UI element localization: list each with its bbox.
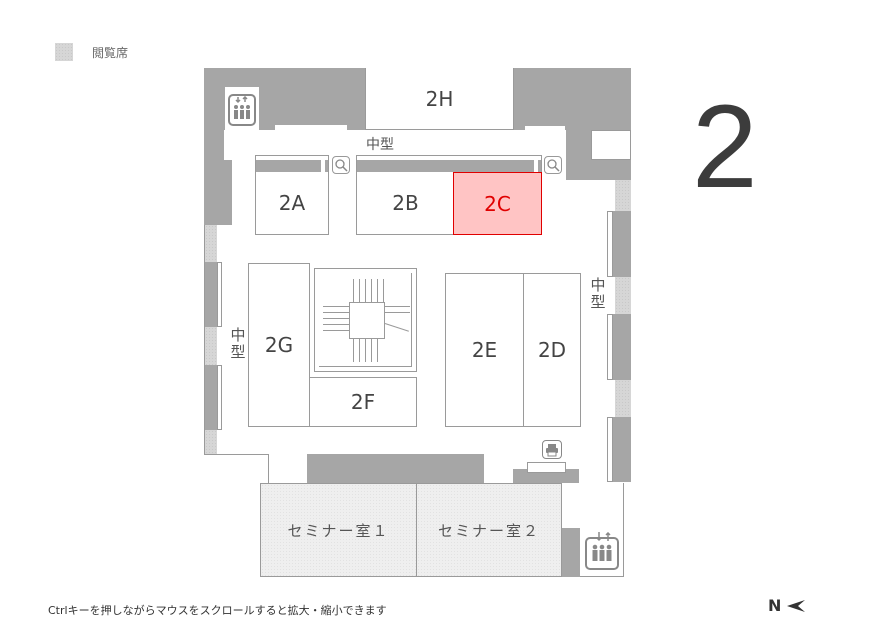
window-top-right xyxy=(591,130,631,160)
printer-counter xyxy=(527,462,566,473)
search-2b-button[interactable] xyxy=(544,156,562,174)
legend-swatch xyxy=(55,43,73,61)
seat-right-2 xyxy=(615,277,631,314)
medium-shelf-label-left: 中 型 xyxy=(230,326,246,361)
floor-number: 2 xyxy=(692,81,758,213)
wall-right-2 xyxy=(612,211,631,277)
seat-left-2 xyxy=(205,327,217,365)
room-seminar-2[interactable]: セミナー室２ xyxy=(416,483,562,577)
room-seminar-1[interactable]: セミナー室１ xyxy=(260,483,417,577)
room-2c[interactable]: 2C xyxy=(453,172,542,235)
bottom-left-outline xyxy=(204,454,269,484)
bottom-right-outline xyxy=(562,483,624,577)
room-2h[interactable]: 2H xyxy=(365,68,514,130)
wall-left-edge xyxy=(204,225,205,455)
shelf-2a-bar xyxy=(256,160,328,172)
wall-bottom-center xyxy=(307,454,484,483)
room-2b[interactable]: 2B xyxy=(356,172,454,235)
legend-label: 閲覧席 xyxy=(92,46,129,60)
wall-right-3 xyxy=(612,314,631,380)
shelf-2a-end xyxy=(321,160,325,172)
wall-right-top xyxy=(566,160,631,180)
medium-shelf-label-top: 中型 xyxy=(366,137,394,153)
compass-label: N xyxy=(768,596,782,615)
wall-top-right xyxy=(514,68,631,130)
search-2a-button[interactable] xyxy=(332,156,350,174)
room-2g[interactable]: 2G xyxy=(248,263,310,427)
room-2a[interactable]: 2A xyxy=(255,172,329,235)
search-icon xyxy=(335,159,348,172)
door-top-left xyxy=(275,125,347,130)
shelf-2b-end xyxy=(534,160,538,172)
search-icon xyxy=(547,159,560,172)
room-2e[interactable]: 2E xyxy=(445,273,524,427)
wall-right-4 xyxy=(612,417,631,482)
shelf-left-2 xyxy=(217,262,222,327)
compass: N xyxy=(768,596,806,615)
elevator-arrows xyxy=(594,527,614,542)
printer-icon[interactable] xyxy=(542,440,562,459)
shelf-right-3 xyxy=(607,314,613,380)
seat-right-3 xyxy=(615,380,631,417)
door-top-right xyxy=(525,126,565,130)
shelf-2b-bar xyxy=(357,160,541,172)
staircase xyxy=(314,268,417,372)
wall-bottom-right xyxy=(562,528,580,577)
shelf-right-4 xyxy=(607,417,613,482)
elevator-icon[interactable] xyxy=(228,94,256,126)
seat-left-3 xyxy=(205,430,217,454)
medium-shelf-label-right: 中 型 xyxy=(590,276,606,311)
north-arrow-icon xyxy=(787,599,806,612)
wall-left-3 xyxy=(204,365,218,430)
seat-left-1 xyxy=(205,225,217,262)
room-2f[interactable]: 2F xyxy=(309,377,417,427)
elevator-icon[interactable] xyxy=(585,533,619,570)
shelf-right-2 xyxy=(607,211,613,277)
wall-left-2 xyxy=(204,262,218,327)
seat-right-1 xyxy=(615,180,631,211)
zoom-hint: Ctrlキーを押しながらマウスをスクロールすると拡大・縮小できます xyxy=(48,604,387,617)
stair-landing xyxy=(349,302,385,339)
room-2d[interactable]: 2D xyxy=(523,273,581,427)
shelf-left-3 xyxy=(217,365,222,430)
stair-inner xyxy=(319,273,412,367)
